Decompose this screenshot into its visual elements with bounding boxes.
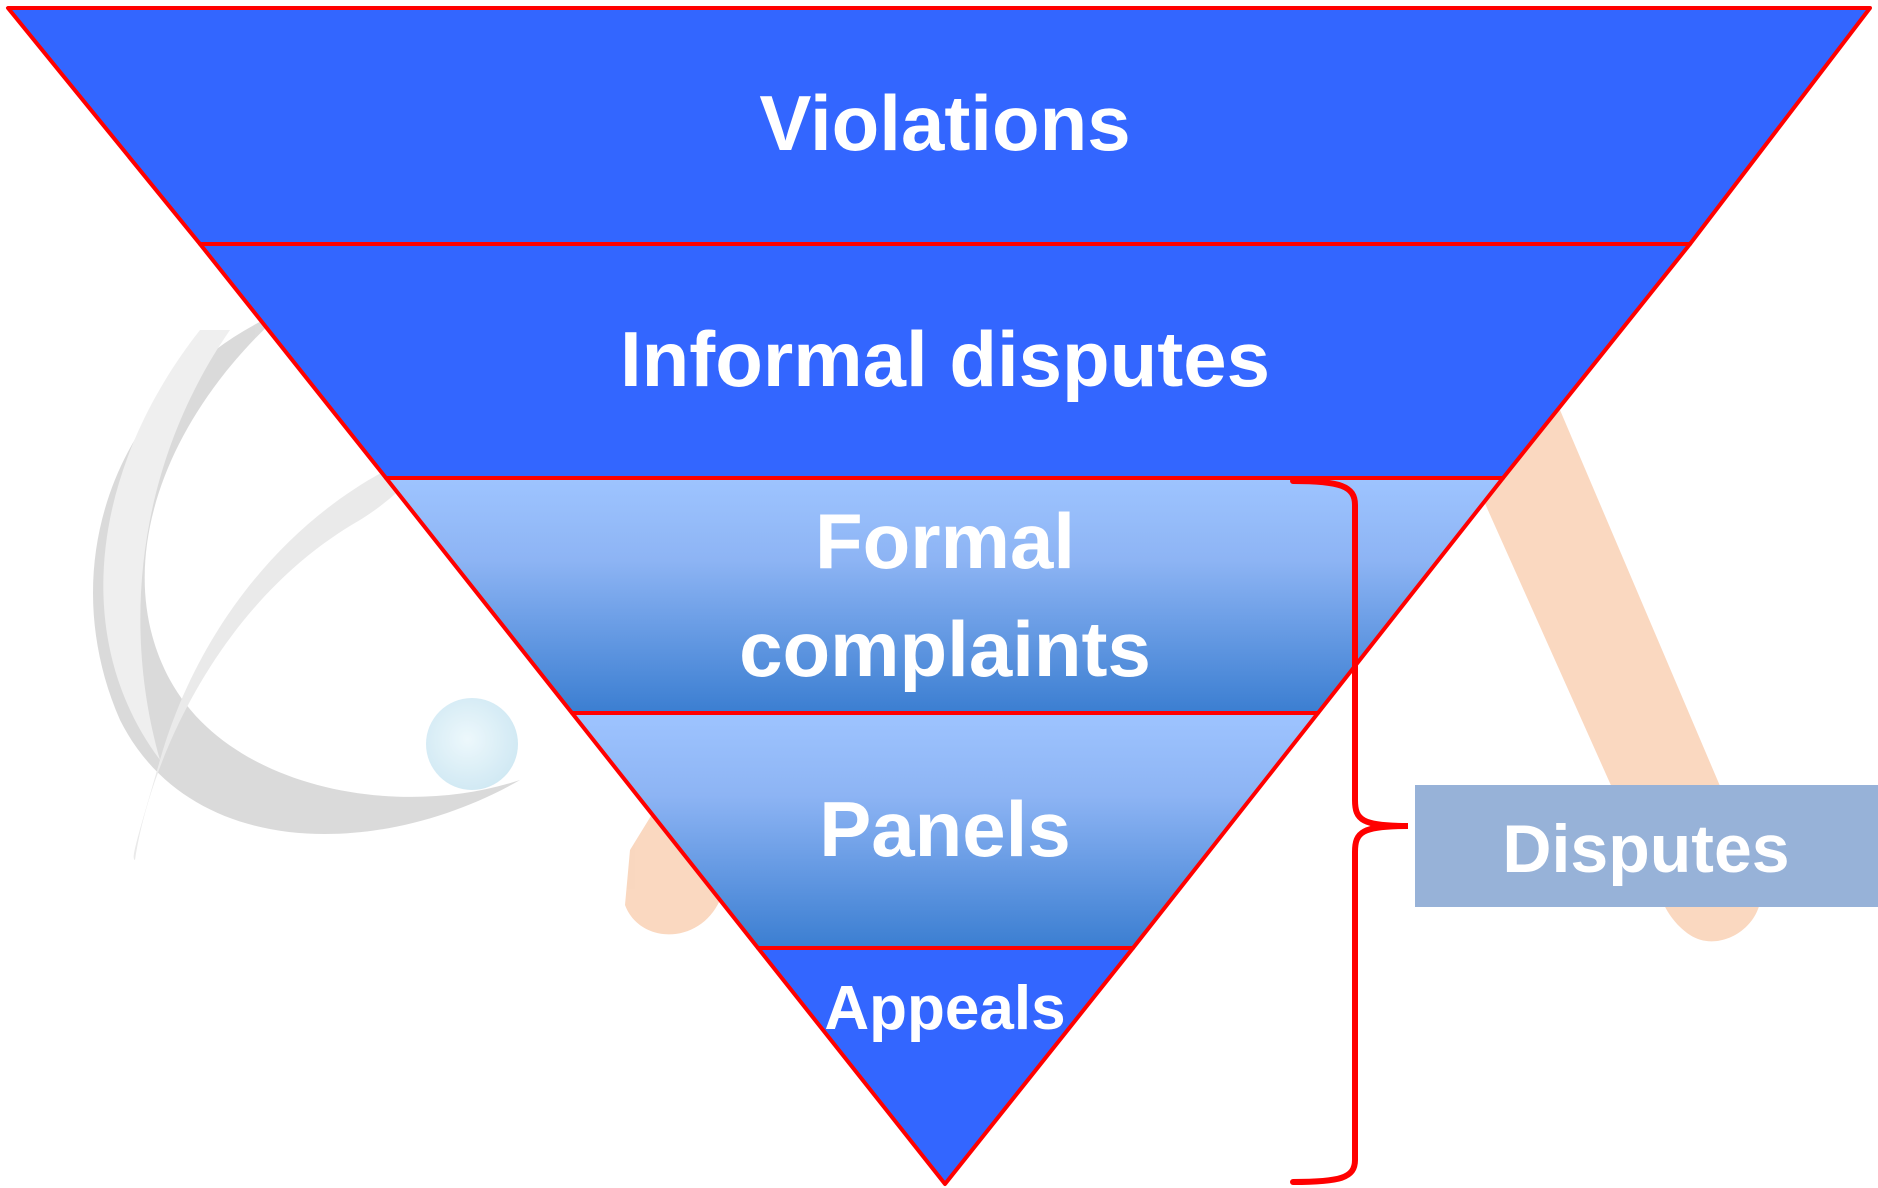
label-formal-complaints-line2: complaints	[739, 605, 1151, 693]
label-informal-disputes: Informal disputes	[620, 315, 1270, 403]
label-appeals: Appeals	[824, 974, 1065, 1043]
disputes-box	[1415, 785, 1878, 907]
label-panels: Panels	[819, 785, 1070, 873]
disputes-bracket	[1290, 478, 1409, 1185]
funnel	[6, 6, 1872, 1186]
layer-appeals	[756, 946, 1135, 1186]
disputes-label: Disputes	[1502, 811, 1789, 887]
label-violations: Violations	[759, 79, 1130, 167]
watermark-ball	[426, 698, 518, 790]
label-formal-complaints-line1: Formal	[815, 497, 1075, 585]
watermark-orbit-arc	[103, 330, 230, 760]
